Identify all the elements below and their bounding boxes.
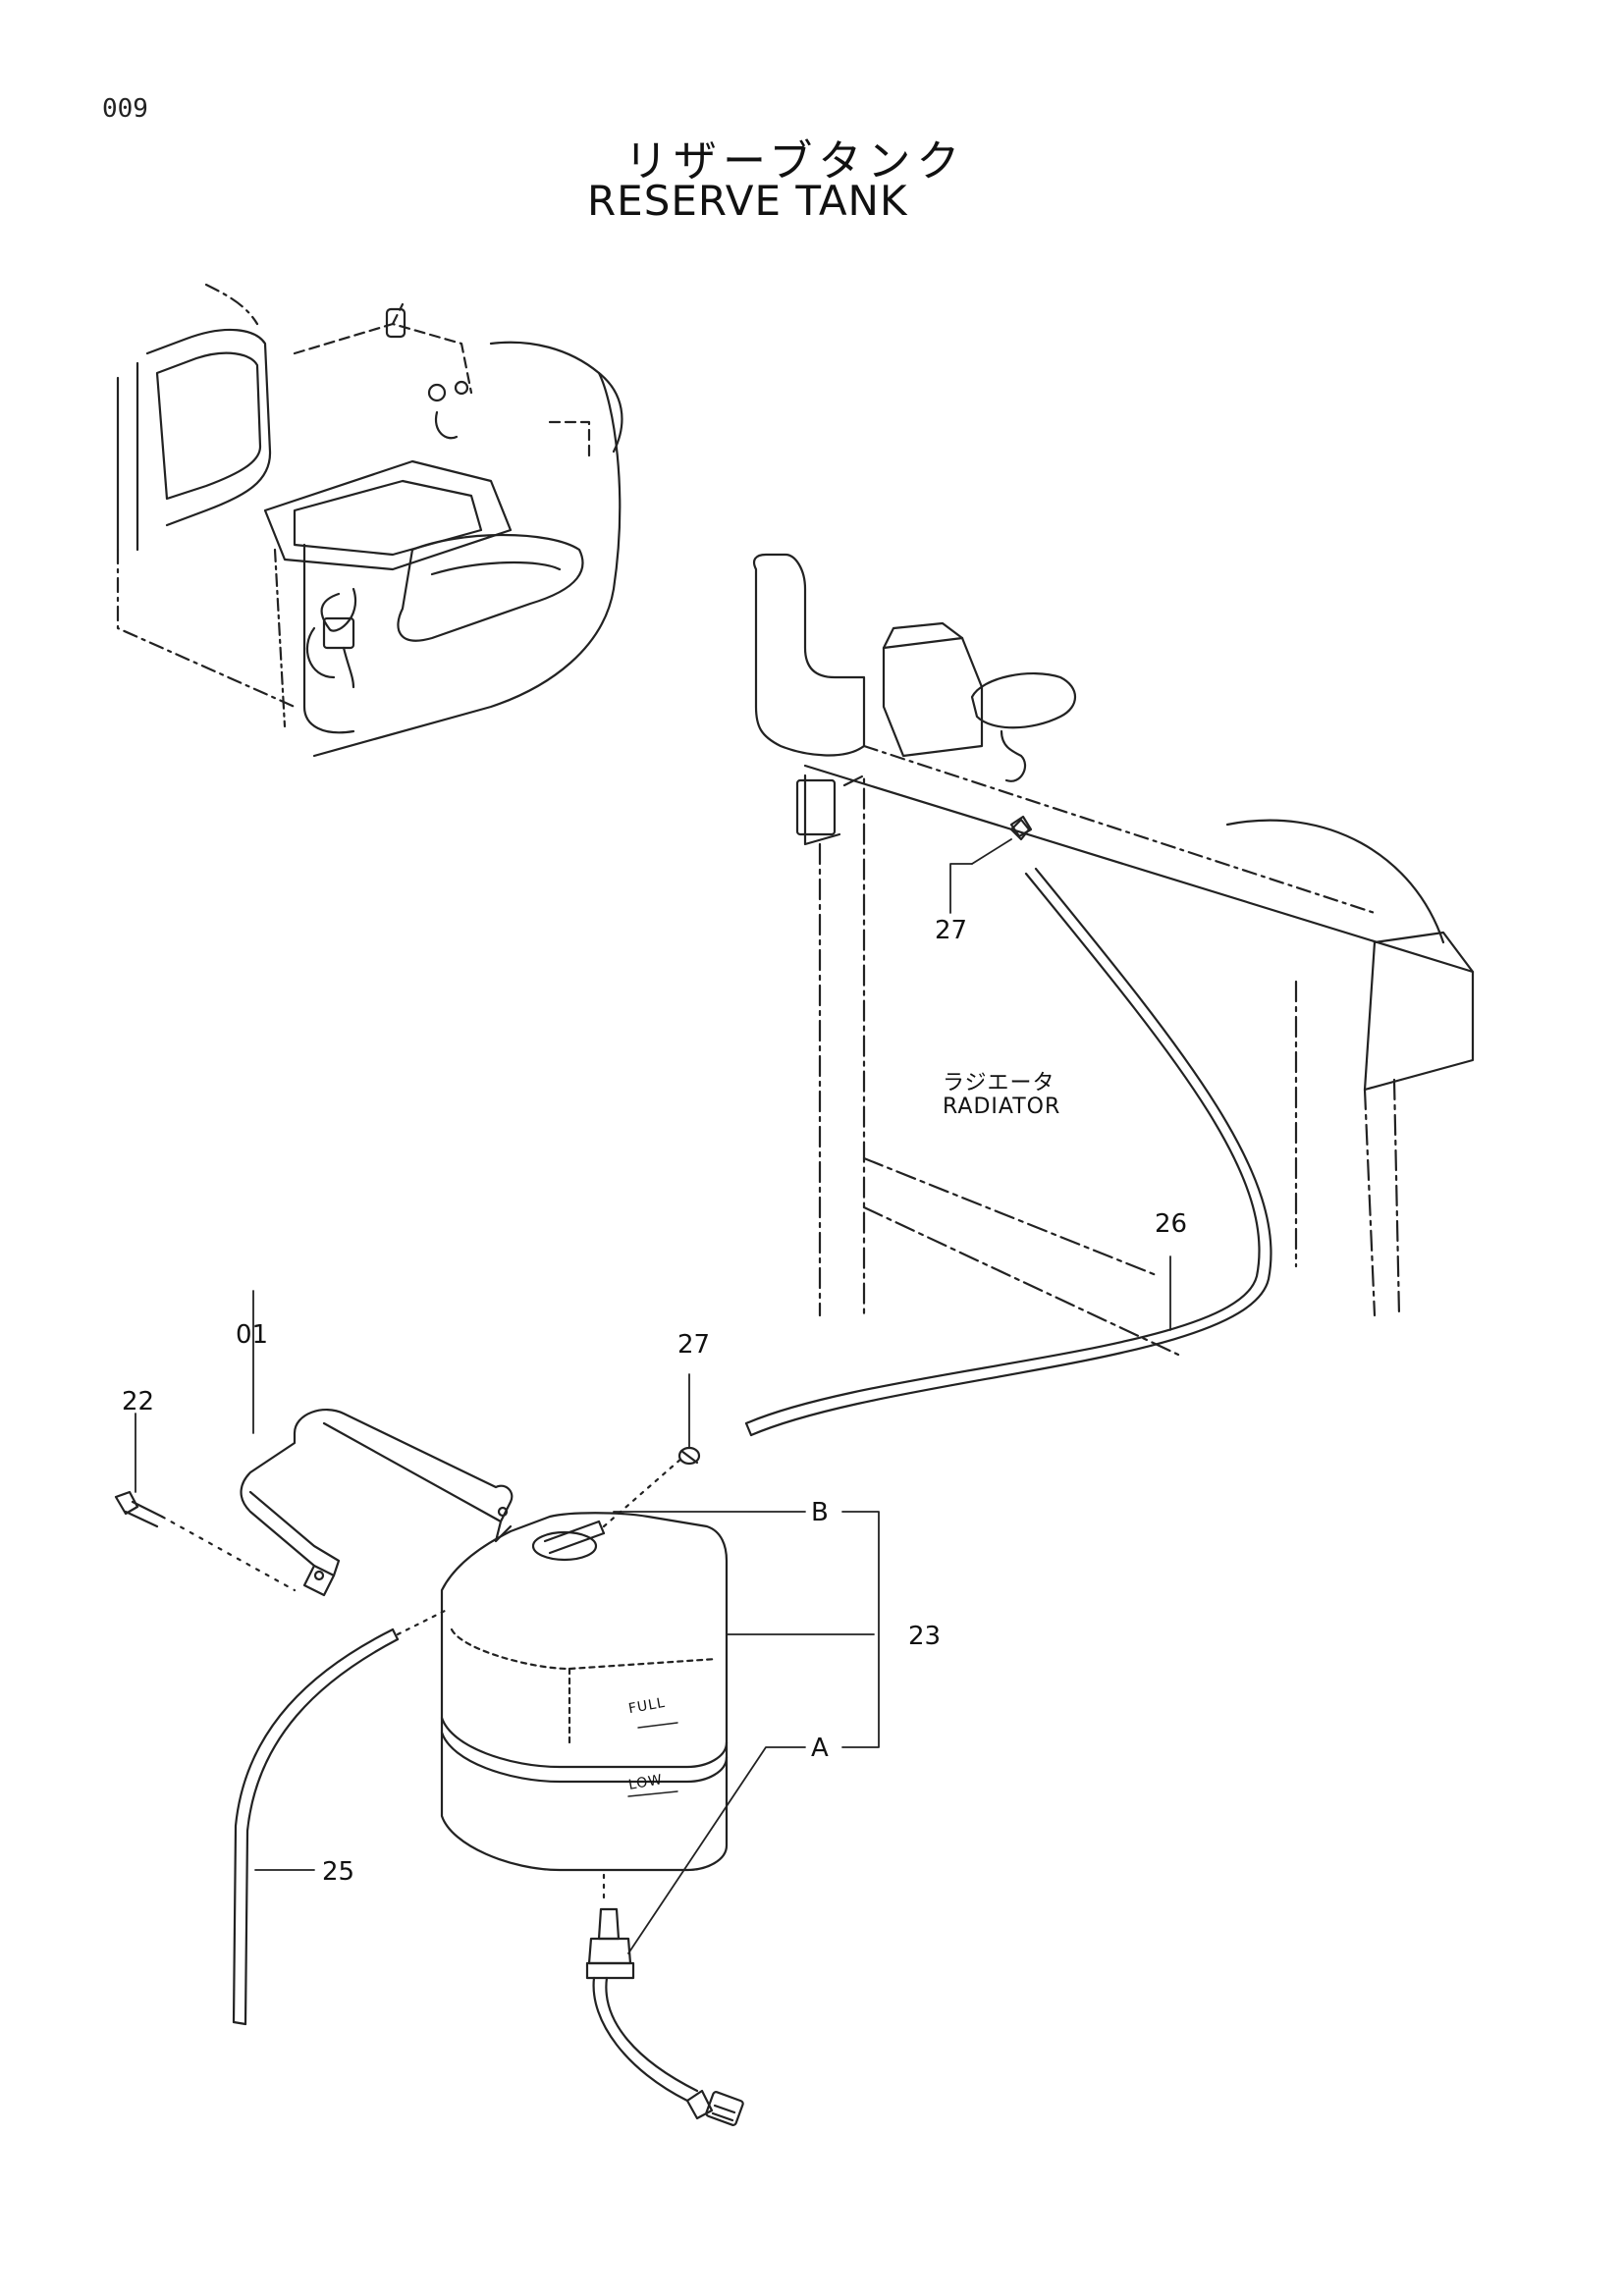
reserve-tank-23	[440, 1456, 729, 1872]
leader-lines	[135, 838, 1171, 1954]
bolt-22	[114, 1490, 297, 1592]
clamp-27-top	[1009, 815, 1033, 838]
bracket-01	[240, 1409, 514, 1597]
hose-25	[232, 1608, 449, 2026]
label-part-27-top: 27	[935, 916, 968, 945]
label-callout-a: A	[811, 1734, 829, 1763]
label-part-01: 01	[236, 1320, 269, 1350]
label-part-22: 22	[122, 1387, 155, 1416]
label-part-23: 23	[908, 1622, 942, 1651]
level-sensor-assembly	[585, 1873, 744, 2126]
hose-26	[744, 867, 1272, 1437]
label-callout-b: B	[811, 1498, 829, 1527]
radiator-illustration	[752, 553, 1475, 1357]
label-part-27-mid: 27	[677, 1330, 711, 1360]
page-number: 009	[102, 94, 148, 124]
tank-level-marks	[627, 1722, 678, 1797]
title-japanese: リザーブタンク	[624, 136, 966, 187]
clamp-27-mid	[677, 1446, 701, 1466]
label-radiator-en: RADIATOR	[943, 1095, 1061, 1119]
label-radiator-jp: ラジエータ	[943, 1071, 1055, 1095]
title-english: RESERVE TANK	[587, 177, 908, 225]
machine-overview-illustration	[116, 283, 623, 758]
label-part-26: 26	[1155, 1209, 1188, 1239]
label-part-25: 25	[322, 1857, 355, 1887]
